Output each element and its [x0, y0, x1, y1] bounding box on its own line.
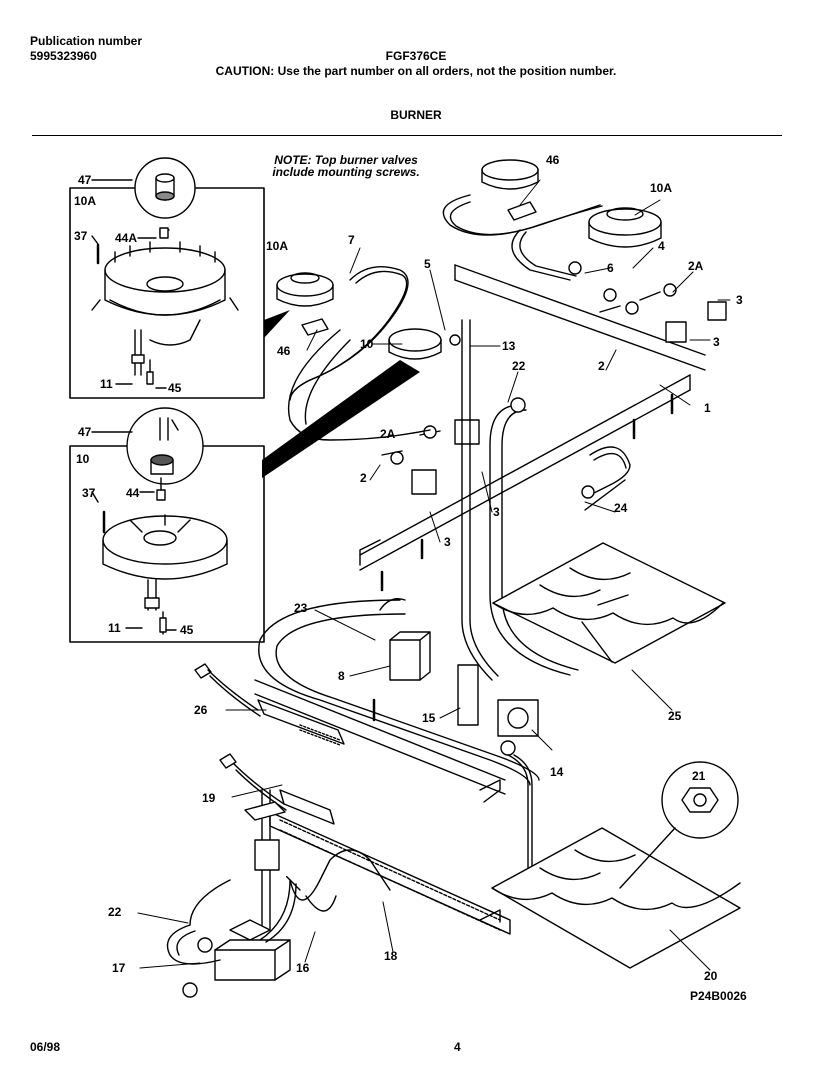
callout-22-bottom: 22	[108, 905, 122, 919]
inset-zoom-circle-10	[126, 407, 204, 485]
callout-7: 7	[348, 233, 355, 247]
inset-label-10: 10	[76, 452, 90, 466]
caution-text: CAUTION: Use the part number on all orde…	[215, 64, 617, 78]
callout-21: 21	[692, 769, 706, 783]
callout-14: 14	[550, 765, 564, 779]
callout-3-r2: 3	[713, 335, 720, 349]
callout-2a-right: 2A	[688, 259, 704, 273]
callout-1: 1	[704, 401, 711, 415]
callout-44a: 44A	[115, 231, 137, 245]
model-number: FGF376CE	[385, 49, 447, 63]
callout-26: 26	[194, 703, 208, 717]
lower-burner-assembly	[166, 542, 741, 998]
inset-frame-10a	[69, 187, 265, 399]
zoom-wedge-10a	[264, 310, 290, 338]
callout-37a: 37	[74, 229, 88, 243]
callout-24: 24	[614, 501, 628, 515]
header-rule	[32, 135, 782, 136]
footer-date: 06/98	[30, 1040, 61, 1054]
callout-23: 23	[294, 601, 308, 615]
callout-22-top: 22	[512, 359, 526, 373]
callout-8: 8	[338, 669, 345, 683]
valve-note: NOTE: Top burner valves include mounting…	[272, 153, 419, 179]
callout-25: 25	[668, 709, 682, 723]
callout-leaders	[137, 179, 731, 971]
inset-burner-10a	[69, 157, 265, 399]
callout-3-mid1: 3	[444, 535, 451, 549]
inset-burner-10	[69, 407, 265, 643]
callout-37b: 37	[82, 486, 96, 500]
callout-20: 20	[704, 969, 718, 983]
callout-labels: 47 37 44A 11 45 10A 47 37 44 11 45 10 10…	[74, 153, 747, 1003]
callout-4: 4	[658, 239, 665, 253]
callout-10a-top: 10A	[650, 181, 672, 195]
callout-47a: 47	[78, 173, 92, 187]
inset-zoom-circle-10a	[134, 157, 196, 219]
callout-2-mid: 2	[360, 471, 367, 485]
callout-19: 19	[202, 791, 216, 805]
callout-13: 13	[502, 339, 516, 353]
callout-45a: 45	[168, 381, 182, 395]
callout-10a-mid: 10A	[266, 239, 288, 253]
callout-11b: 11	[108, 621, 121, 635]
zoom-wedge-10	[262, 360, 420, 478]
inset-label-10a: 10A	[74, 194, 96, 208]
callout-15: 15	[422, 711, 436, 725]
callout-17: 17	[112, 961, 126, 975]
callout-44b: 44	[126, 486, 140, 500]
callout-18: 18	[384, 949, 398, 963]
callout-16: 16	[296, 961, 310, 975]
figure-code: P24B0026	[690, 989, 747, 1003]
publication-label: Publication number	[30, 34, 143, 48]
callout-2-right: 2	[598, 359, 605, 373]
callout-46-top: 46	[546, 153, 560, 167]
callout-3-mid2: 3	[493, 505, 500, 519]
callout-46-mid: 46	[277, 344, 291, 358]
valve-manifold-assembly	[276, 159, 727, 722]
callout-47b: 47	[78, 425, 92, 439]
section-title: BURNER	[390, 108, 442, 122]
callout-2a-mid: 2A	[380, 427, 396, 441]
callout-10-mid: 10	[360, 337, 374, 351]
callout-45b: 45	[180, 623, 194, 637]
note-line-1: NOTE: Top burner valves	[274, 153, 418, 167]
callout-11a: 11	[100, 377, 113, 391]
callout-5: 5	[424, 257, 431, 271]
note-line-2: include mounting screws.	[272, 165, 419, 179]
callout-3-r1: 3	[736, 293, 743, 307]
publication-number: 5995323960	[30, 49, 97, 63]
footer-page-number: 4	[454, 1040, 461, 1054]
callout-6: 6	[607, 261, 614, 275]
